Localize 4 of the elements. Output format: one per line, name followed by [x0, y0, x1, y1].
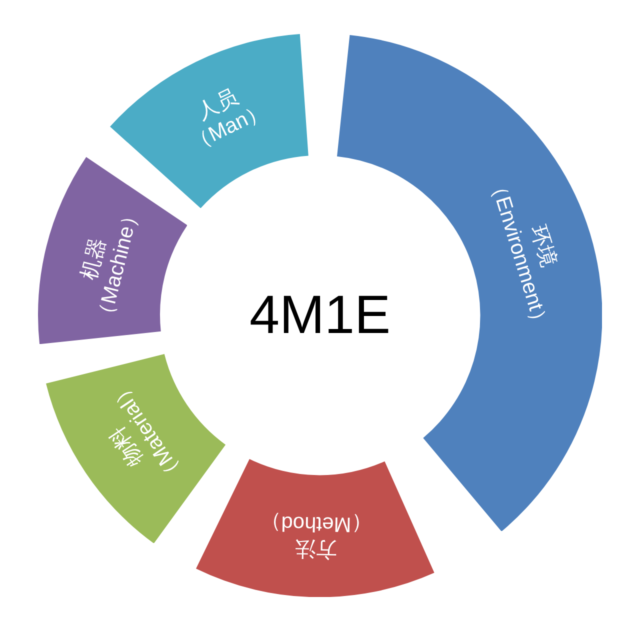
- center-title: 4M1E: [250, 284, 391, 346]
- segment-label: 人员 （Man）: [185, 84, 272, 158]
- segment-label: 方法 （Method）: [260, 510, 373, 562]
- segment-label: 机器 （Machine）: [76, 202, 145, 326]
